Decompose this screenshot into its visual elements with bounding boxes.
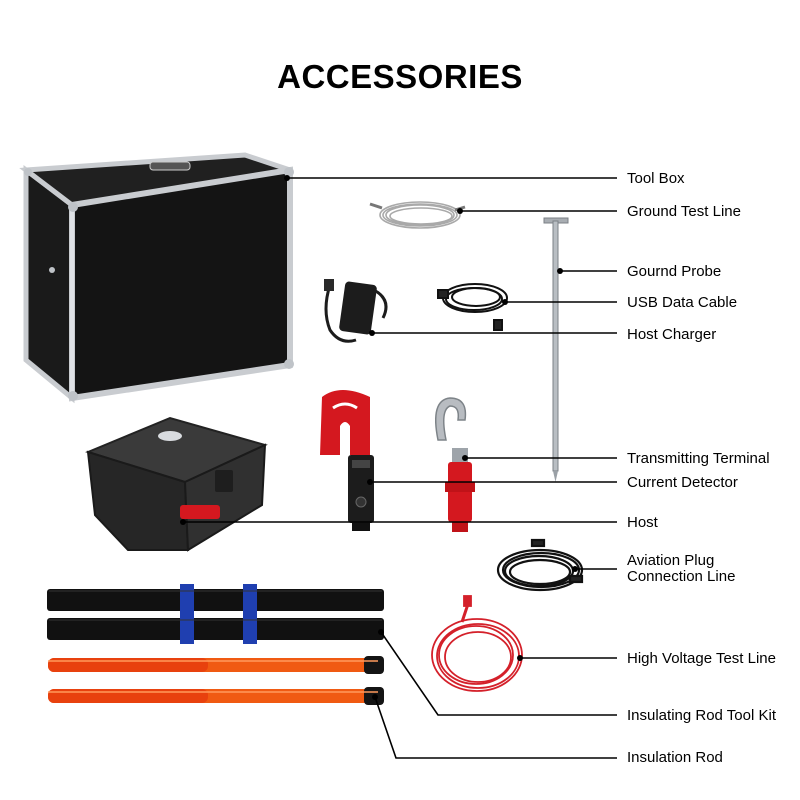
insulation-rod-image	[48, 656, 384, 705]
label-ground-test-line: Ground Test Line	[627, 203, 741, 220]
label-tool-box: Tool Box	[627, 170, 685, 187]
label-transmitting-terminal: Transmitting Terminal	[627, 450, 770, 467]
usb-data-cable-image	[437, 283, 508, 331]
host-image	[85, 416, 268, 552]
leader-dots	[180, 175, 578, 700]
leader-lines	[183, 177, 617, 759]
label-high-voltage-test-line: High Voltage Test Line	[627, 650, 776, 667]
leader-line-insulating-rod-tool-kit	[380, 631, 617, 716]
aviation-plug-connection-line-image	[496, 538, 584, 592]
host-charger-image	[324, 279, 388, 343]
tool-box-image	[19, 152, 294, 404]
high-voltage-test-line-image	[431, 595, 523, 692]
current-detector-image	[320, 390, 374, 531]
transmitting-terminal-image	[435, 397, 475, 532]
label-current-detector: Current Detector	[627, 474, 738, 491]
label-insulating-rod-tool-kit: Insulating Rod Tool Kit	[627, 707, 776, 724]
leader-line-insulation-rod	[374, 696, 617, 759]
label-insulation-rod: Insulation Rod	[627, 749, 723, 766]
ground-probe-image	[543, 217, 569, 482]
ground-test-line-image	[369, 201, 466, 229]
label-host-charger: Host Charger	[627, 326, 717, 343]
insulating-rod-tool-kit-image	[47, 584, 384, 644]
label-ground-probe: Gournd Probe	[627, 263, 722, 280]
label-aviation-plug-line-2: Connection Line	[627, 568, 736, 585]
page-title: ACCESSORIES	[277, 58, 523, 95]
label-usb-data-cable: USB Data Cable	[627, 294, 738, 311]
label-host: Host	[627, 514, 658, 531]
label-aviation-plug-line-1: Aviation Plug	[627, 552, 715, 569]
